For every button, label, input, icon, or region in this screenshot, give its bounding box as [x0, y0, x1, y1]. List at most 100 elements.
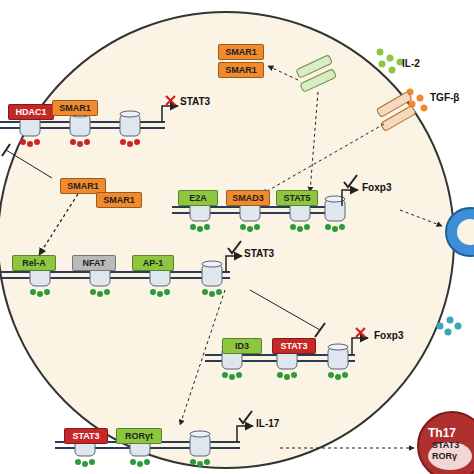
- histone-mark: [70, 139, 76, 145]
- histone-mark: [229, 374, 235, 380]
- histone-mark: [291, 372, 297, 378]
- transcription-arrow: [237, 411, 253, 442]
- node-label: SMAR1: [59, 103, 91, 113]
- check-mark: [228, 241, 241, 253]
- histone-mark: [137, 461, 143, 467]
- cell-body: [418, 412, 474, 474]
- tss-arrow: [237, 426, 253, 442]
- nucleosome-top: [120, 111, 140, 117]
- histone-mark: [197, 226, 203, 232]
- histone-mark: [104, 289, 110, 295]
- histone-mark: [134, 139, 140, 145]
- histone-mark: [304, 224, 310, 230]
- check-mark: [239, 411, 252, 423]
- histone-mark: [130, 459, 136, 465]
- histone-mark: [90, 289, 96, 295]
- dna-layer: [0, 96, 368, 467]
- node-label: SMAR1: [225, 47, 257, 57]
- nucleosome-top: [190, 431, 210, 437]
- histone-mark: [82, 461, 88, 467]
- histone-mark: [290, 224, 296, 230]
- histone-mark: [209, 291, 215, 297]
- histone-mark: [325, 224, 331, 230]
- il2-receptor: [296, 55, 336, 92]
- histone-mark: [342, 372, 348, 378]
- dna-strand: [55, 431, 240, 467]
- histone-mark: [335, 374, 341, 380]
- signal-arrow: [400, 210, 442, 226]
- th17-cell: Th17STAT3RORγ: [416, 410, 474, 474]
- inhibition-line: [250, 290, 320, 330]
- transcription-arrow: [162, 96, 178, 122]
- histone-mark: [284, 374, 290, 380]
- node-label: SMAR1: [225, 65, 257, 75]
- histone-mark: [202, 289, 208, 295]
- histone-mark: [75, 459, 81, 465]
- treg-nucleus: [457, 219, 474, 245]
- node-label: Rel-A: [22, 258, 46, 268]
- inhibition-bar: [2, 144, 10, 156]
- node-label: Th17: [428, 426, 456, 440]
- inhibition-bar: [315, 323, 325, 337]
- histone-mark: [127, 141, 133, 147]
- histone-mark: [216, 289, 222, 295]
- tf-box: E2A: [178, 190, 218, 206]
- histone-mark: [77, 141, 83, 147]
- signal-arrow: [268, 66, 298, 80]
- smar1-box: SMAR1: [218, 62, 264, 78]
- histone-mark: [44, 289, 50, 295]
- signal-arrow: [39, 194, 78, 255]
- inhibition-line: [6, 150, 52, 178]
- cross-mark: [356, 328, 365, 337]
- histone-mark: [84, 139, 90, 145]
- tf-box: AP-1: [132, 255, 174, 271]
- node-label: SMAR1: [103, 195, 135, 205]
- histone-mark: [254, 224, 260, 230]
- smar1-box: SMAR1: [218, 44, 264, 60]
- tf-box: STAT5: [276, 190, 318, 206]
- node-label: RORγt: [125, 431, 153, 441]
- signal-arrow: [280, 448, 414, 449]
- histone-mark: [30, 289, 36, 295]
- node-label: ID3: [235, 341, 249, 351]
- treg-cell: [446, 208, 474, 256]
- histone-mark: [236, 372, 242, 378]
- node-sublabel: STAT3: [428, 440, 459, 451]
- histone-mark: [204, 224, 210, 230]
- histone-mark: [297, 226, 303, 232]
- nucleosome-top: [328, 344, 348, 350]
- histone-mark: [27, 141, 33, 147]
- signal-arrow: [310, 92, 318, 192]
- histone-mark: [204, 459, 210, 465]
- cytokine-label: IL-2: [402, 58, 420, 69]
- histone-mark: [332, 226, 338, 232]
- tf-box: STAT3: [64, 428, 108, 444]
- histone-mark: [164, 289, 170, 295]
- gene-label: IL-17: [256, 418, 279, 429]
- histone-mark: [277, 372, 283, 378]
- smar1-box: SMAR1: [96, 192, 142, 208]
- gene-label: Foxp3: [362, 182, 391, 193]
- histone-mark: [144, 459, 150, 465]
- transcription-arrow: [342, 175, 358, 206]
- node-label: AP-1: [143, 258, 164, 268]
- histone-mark: [190, 459, 196, 465]
- hdac1-box: HDAC1: [8, 104, 54, 120]
- tf-box: ID3: [222, 338, 262, 354]
- tf-box: STAT3: [272, 338, 316, 354]
- node-label: SMAR1: [67, 181, 99, 191]
- histone-mark: [97, 291, 103, 297]
- smar1-box: SMAR1: [52, 100, 98, 116]
- nucleosome-top: [202, 261, 222, 267]
- histone-mark: [240, 224, 246, 230]
- tf-box: SMAD3: [226, 190, 270, 206]
- histone-mark: [222, 372, 228, 378]
- tss-arrow: [226, 256, 242, 272]
- cytokine-label: TGF-β: [430, 92, 459, 103]
- histone-mark: [157, 291, 163, 297]
- gene-label: STAT3: [180, 96, 210, 107]
- signal-arrow: [180, 290, 225, 425]
- node-label: E2A: [189, 193, 207, 203]
